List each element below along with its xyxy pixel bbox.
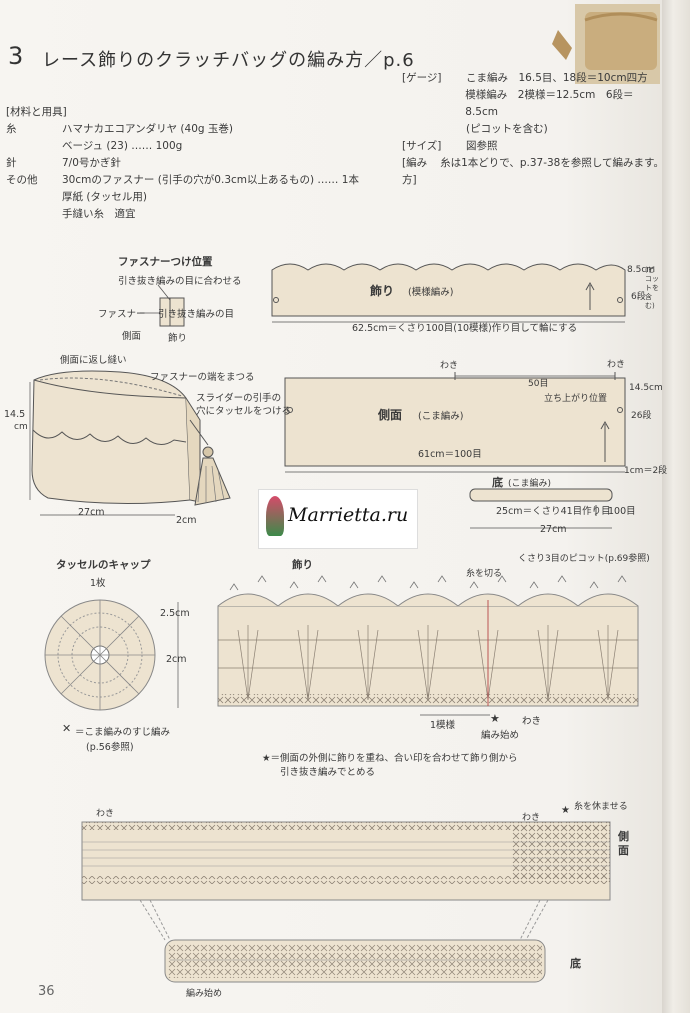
decor-width: 62.5cm＝くさり100目(10模様)作り目して輪にする bbox=[352, 323, 578, 334]
page-title: レース飾りのクラッチバッグの編み方／p.6 bbox=[42, 50, 415, 71]
gauge-1: こま編み 16.5目、18段＝10cm四方 bbox=[466, 72, 648, 84]
bottom-sub: (こま編み) bbox=[508, 479, 552, 489]
tassel-dim: 2.5cm bbox=[160, 608, 190, 619]
mat-value: 厚紙 (タッセル用) bbox=[62, 191, 148, 203]
pattern-number: 3 bbox=[8, 42, 24, 70]
chart-start: 編み始め bbox=[481, 730, 520, 741]
side-waki: わき bbox=[607, 360, 626, 370]
body-bottom-label: 底 bbox=[570, 957, 581, 970]
chart-waki: わき bbox=[522, 716, 542, 727]
gauge-3: (ピコットを含む) bbox=[466, 123, 548, 135]
side-waki: わき bbox=[440, 361, 459, 371]
bag-width: 27cm bbox=[78, 507, 105, 518]
bottom-schematic bbox=[469, 488, 613, 529]
side-width: 61cm＝100目 bbox=[418, 449, 482, 460]
gauge-label: [ゲージ] bbox=[402, 72, 442, 84]
chart-cut: 糸を切る bbox=[466, 569, 503, 579]
mat-value: 7/0号かぎ針 bbox=[62, 157, 121, 169]
side-start-position: 立ち上がり位置 bbox=[544, 394, 608, 404]
logo-figure-icon bbox=[266, 496, 284, 536]
decor-sub: (模様編み) bbox=[408, 287, 454, 298]
body-waki: わき bbox=[522, 813, 541, 823]
zipper-title: ファスナーつけ位置 bbox=[118, 256, 213, 268]
zipper-label: 引き抜き編みの目 bbox=[158, 309, 235, 320]
bag-height: 14.5 bbox=[4, 409, 26, 420]
tassel-legend-ref: (p.56参照) bbox=[86, 742, 134, 753]
bottom-label: 底 bbox=[492, 476, 503, 489]
tassel-dim: 2cm bbox=[166, 654, 187, 665]
bag-depth: 2cm bbox=[176, 515, 197, 526]
mat-label: 針 bbox=[6, 157, 17, 169]
tassel-illustration bbox=[189, 419, 231, 506]
bottom-width: 27cm bbox=[540, 524, 567, 535]
body-side-label: 側面 bbox=[618, 830, 629, 857]
bag-photo bbox=[552, 4, 660, 84]
note-line: ★＝側面の外側に飾りを重ね、合い印を合わせて飾り側から bbox=[262, 753, 518, 764]
side-schematic bbox=[284, 372, 626, 473]
tassel-title: タッセルのキャップ bbox=[56, 559, 151, 571]
mat-label bbox=[6, 138, 62, 155]
bottom-height: 1cm＝2段 bbox=[624, 466, 668, 476]
side-rows: 26段 bbox=[631, 411, 652, 421]
side-label: 側面 bbox=[378, 408, 403, 422]
side-sub: (こま編み) bbox=[418, 411, 464, 422]
mat-value: 手縫い糸 適宜 bbox=[62, 208, 136, 220]
watermark-box bbox=[258, 489, 418, 549]
decor-height: 8.5cm bbox=[627, 265, 656, 275]
zipper-label: 側面 bbox=[122, 331, 142, 342]
size-value: 図参照 bbox=[466, 140, 498, 152]
method-value: 糸は1本どりで、p.37-38を参照して編みます。 bbox=[440, 157, 664, 169]
gauge-2: 模様編み 2模様＝12.5cm 6段＝8.5cm bbox=[465, 89, 634, 118]
mat-value: ベージュ (23) …… 100g bbox=[62, 140, 183, 152]
zipper-label: 飾り bbox=[168, 333, 188, 344]
zipper-position-diagram bbox=[140, 284, 185, 327]
decor-label: 飾り bbox=[370, 284, 395, 298]
star-icon: ★ bbox=[490, 712, 500, 725]
decor-schematic bbox=[271, 263, 626, 323]
bottom-chain: 25cm＝くさり41目作り目 bbox=[496, 506, 611, 517]
bag-label: ファスナーの端をまつる bbox=[150, 372, 255, 383]
mat-value: 30cmのファスナー (引手の穴が0.3cm以上あるもの) …… 1本 bbox=[62, 174, 359, 186]
mat-label: その他 bbox=[6, 174, 38, 186]
lace-chart-title: 飾り bbox=[292, 559, 313, 571]
mat-label: 糸 bbox=[6, 123, 17, 135]
bag-illustration bbox=[29, 370, 231, 516]
star-icon: ★ bbox=[561, 805, 570, 816]
tassel-legend: ＝こま編みのすじ編み bbox=[75, 727, 171, 738]
side-height: 14.5cm bbox=[629, 383, 663, 393]
note-line: 引き抜き編みでとめる bbox=[280, 767, 376, 778]
zipper-label: 引き抜き編みの目に合わせる bbox=[118, 276, 242, 287]
body-rest: 糸を休ませる bbox=[574, 802, 628, 812]
decor-rows: 6段 bbox=[631, 292, 646, 302]
bag-height-unit: cm bbox=[14, 422, 28, 432]
mat-label bbox=[6, 206, 62, 223]
specs-block: [ゲージ] こま編み 16.5目、18段＝10cm四方 模様編み 2模様＝12.5… bbox=[402, 70, 664, 189]
body-bottom-chart bbox=[81, 821, 611, 983]
body-waki: わき bbox=[96, 809, 115, 819]
lace-chart bbox=[217, 575, 639, 716]
mat-label bbox=[6, 189, 62, 206]
chart-repeat: 1模様 bbox=[430, 720, 456, 731]
bag-label: 穴にタッセルをつける bbox=[196, 406, 292, 417]
mat-value: ハマナカエコアンダリヤ (40g 玉巻) bbox=[62, 123, 233, 135]
bottom-100: 100目 bbox=[608, 506, 636, 517]
size-label: [サイズ] bbox=[402, 140, 442, 152]
side-50: 50目 bbox=[528, 379, 549, 389]
next-page-edge bbox=[662, 0, 690, 1013]
materials-list: 糸ハマナカエコアンダリヤ (40g 玉巻) ベージュ (23) …… 100g … bbox=[6, 121, 396, 223]
chart-picot: くさり3目のピコット(p.69参照) bbox=[518, 554, 650, 564]
decor-note: (ピコットを含む) bbox=[645, 266, 659, 310]
materials-heading: [材料と用具] bbox=[6, 106, 67, 118]
zipper-label: ファスナー bbox=[98, 309, 146, 320]
body-start: 編み始め bbox=[186, 989, 223, 999]
page-number: 36 bbox=[38, 984, 55, 999]
bag-label: スライダーの引手の bbox=[196, 393, 282, 404]
tassel-count: 1枚 bbox=[90, 578, 106, 589]
watermark-logo: Marrietta.ru bbox=[288, 504, 409, 526]
tassel-cap-chart bbox=[44, 599, 179, 711]
method-label: [編み方] bbox=[402, 157, 428, 186]
bag-label: 側面に返し縫い bbox=[60, 355, 127, 366]
sc-back-loop-symbol-icon: ✕ bbox=[62, 722, 72, 735]
